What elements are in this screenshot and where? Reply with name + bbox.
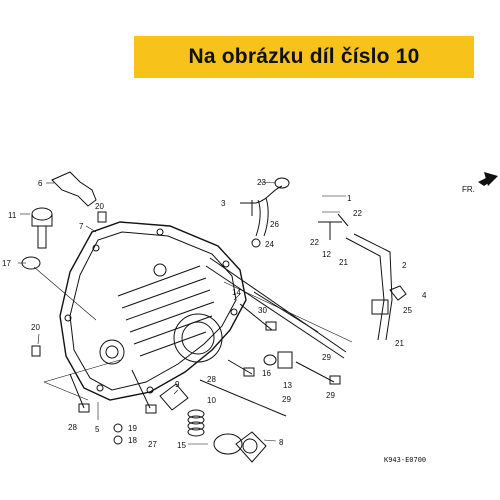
callout-19: 19 bbox=[128, 424, 137, 433]
plug-13 bbox=[277, 351, 293, 369]
callout-28-right: 28 bbox=[207, 375, 216, 384]
callout-22-right: 22 bbox=[353, 209, 362, 218]
joint-12 bbox=[318, 213, 349, 240]
callout-5: 5 bbox=[95, 425, 100, 434]
breather-hose-2 bbox=[345, 233, 393, 341]
callout-9: 9 bbox=[175, 380, 180, 389]
callout-18: 18 bbox=[128, 436, 137, 445]
callout-12: 12 bbox=[322, 250, 331, 259]
fr-label: FR. bbox=[462, 185, 475, 194]
bolt-19 bbox=[113, 423, 123, 433]
washer-18 bbox=[113, 435, 123, 445]
callout-4: 4 bbox=[422, 291, 427, 300]
o-ring-16 bbox=[263, 354, 277, 366]
callout-14: 14 bbox=[232, 288, 241, 297]
bolts bbox=[69, 257, 347, 417]
bracket-part bbox=[51, 171, 97, 207]
callout-27: 27 bbox=[148, 440, 157, 449]
banner-text: Na obrázku díl číslo 10 bbox=[188, 45, 420, 68]
callout-11: 11 bbox=[8, 211, 17, 220]
callout-29-c: 29 bbox=[282, 395, 291, 404]
callout-22-left: 22 bbox=[310, 238, 319, 247]
callout-3: 3 bbox=[221, 199, 226, 208]
callout-8: 8 bbox=[279, 438, 284, 447]
callout-7: 7 bbox=[79, 222, 84, 231]
dowel-pin-20a bbox=[97, 211, 107, 223]
callout-25: 25 bbox=[403, 306, 412, 315]
oil-strainer-assembly bbox=[113, 351, 293, 463]
callout-21-bottom: 21 bbox=[395, 339, 404, 348]
diagram-code: K943-E0700 bbox=[384, 456, 426, 464]
crankcase-cover bbox=[59, 221, 247, 401]
callout-10: 10 bbox=[207, 396, 216, 405]
callout-2: 2 bbox=[402, 261, 407, 270]
dowel-pin-20b bbox=[31, 345, 41, 357]
callout-26: 26 bbox=[270, 220, 279, 229]
callout-20-left: 20 bbox=[31, 323, 40, 332]
callout-13: 13 bbox=[283, 381, 292, 390]
callout-21-top: 21 bbox=[339, 258, 348, 267]
clamp-4 bbox=[389, 285, 407, 301]
hose-connector-25 bbox=[371, 299, 389, 315]
part-number-banner: Na obrázku díl číslo 10 bbox=[134, 36, 474, 78]
filler-cap bbox=[31, 207, 53, 249]
callout-29-b: 29 bbox=[326, 391, 335, 400]
callout-28-left: 28 bbox=[68, 423, 77, 432]
callout-15: 15 bbox=[177, 441, 186, 450]
breather-hose-3 bbox=[240, 185, 283, 216]
callout-17: 17 bbox=[2, 259, 11, 268]
callout-16: 16 bbox=[262, 369, 271, 378]
front-direction-arrow: FR. bbox=[462, 172, 498, 194]
callout-20-top: 20 bbox=[95, 202, 104, 211]
callout-30: 30 bbox=[258, 306, 267, 315]
callout-29-a: 29 bbox=[322, 353, 331, 362]
callout-24: 24 bbox=[265, 240, 274, 249]
leader-lines bbox=[18, 181, 353, 445]
callout-23: 23 bbox=[257, 178, 266, 187]
clip-24 bbox=[251, 238, 261, 248]
breather-tube-26 bbox=[255, 197, 269, 237]
callout-1: 1 bbox=[347, 194, 352, 203]
callout-6: 6 bbox=[38, 179, 43, 188]
